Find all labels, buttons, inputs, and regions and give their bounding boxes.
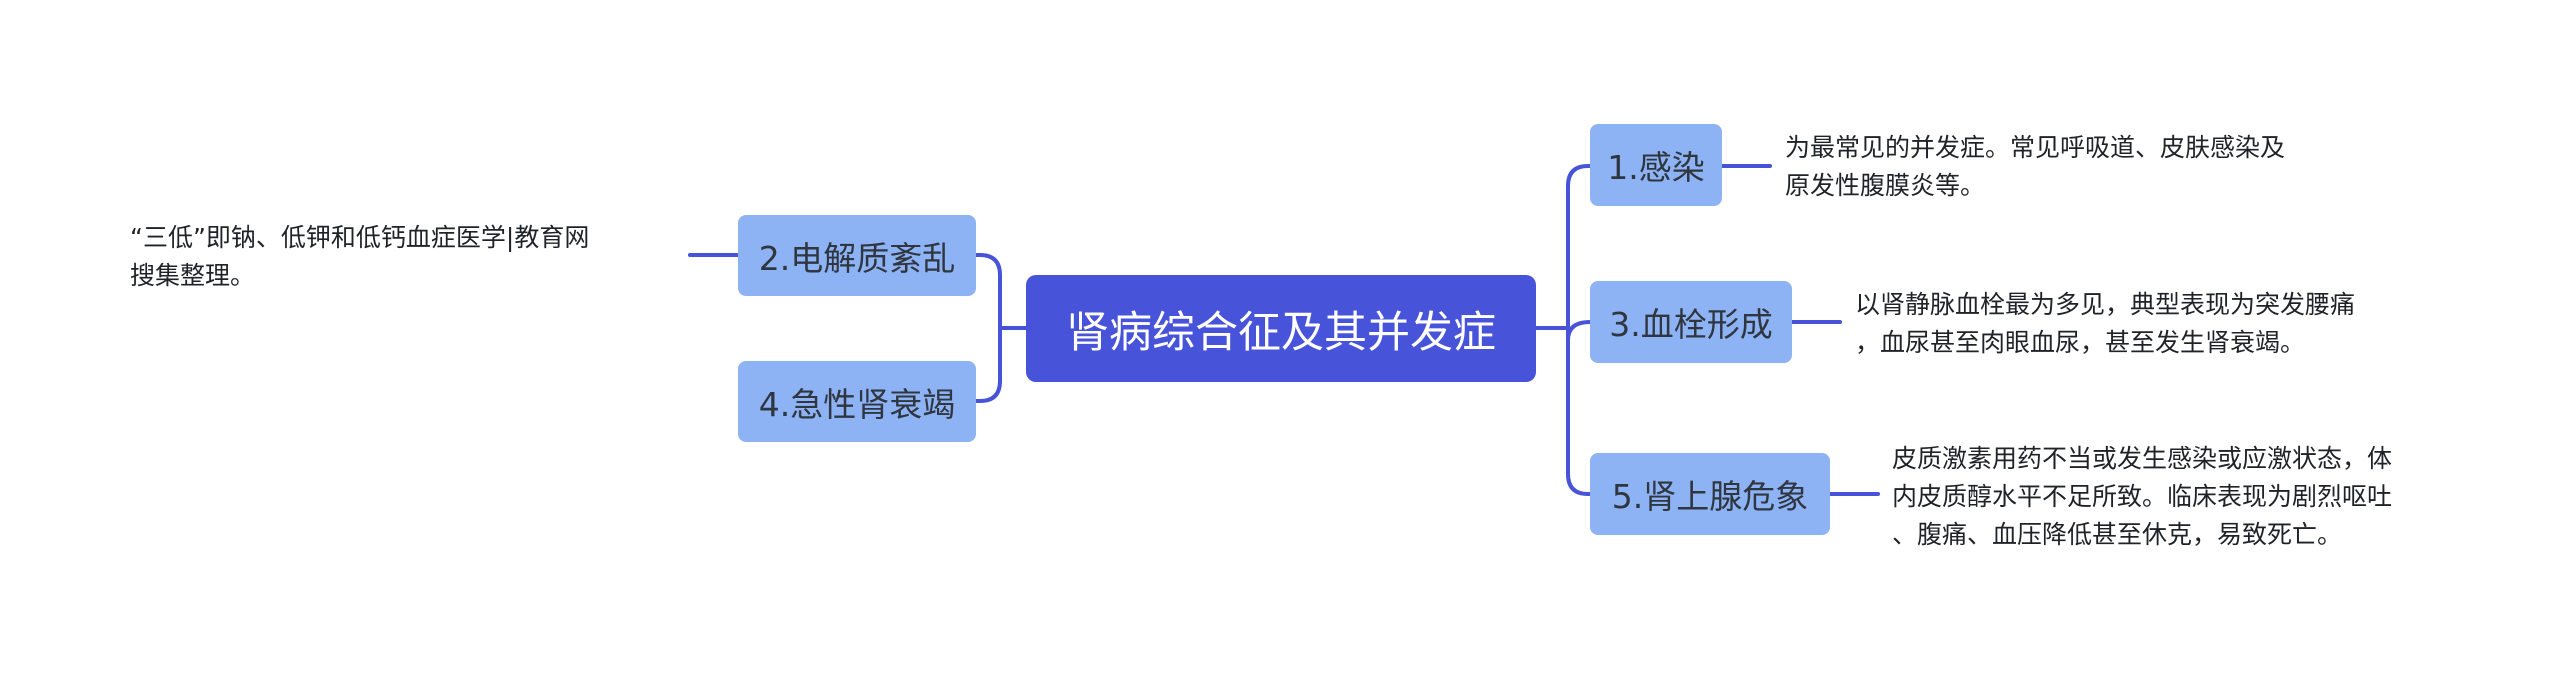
branch-electrolyte-disorder[interactable]: 2.电解质紊乱 bbox=[738, 215, 976, 296]
note-line: “三低”即钠、低钾和低钙血症医学|教育网 bbox=[130, 223, 590, 252]
note-line: 、腹痛、血压降低甚至休克，易致死亡。 bbox=[1892, 520, 2343, 549]
note-thrombosis: 以肾静脉血栓最为多见，典型表现为突发腰痛 ，血尿甚至肉眼血尿，甚至发生肾衰竭。 bbox=[1855, 286, 2355, 362]
note-electrolyte: “三低”即钠、低钾和低钙血症医学|教育网 搜集整理。 bbox=[130, 219, 589, 295]
note-line: 原发性腹膜炎等。 bbox=[1785, 171, 1986, 200]
note-line: 搜集整理。 bbox=[130, 261, 256, 290]
note-line: 为最常见的并发症。常见呼吸道、皮肤感染及 bbox=[1785, 133, 2286, 162]
branch-adrenal-crisis[interactable]: 5.肾上腺危象 bbox=[1590, 453, 1830, 535]
note-line: 以肾静脉血栓最为多见，典型表现为突发腰痛 bbox=[1855, 290, 2356, 319]
branch-infection[interactable]: 1.感染 bbox=[1590, 124, 1722, 206]
note-line: 皮质激素用药不当或发生感染或应激状态，体 bbox=[1892, 444, 2393, 473]
connector-to-infection bbox=[1566, 164, 1592, 330]
connector-to-adrenal bbox=[1566, 326, 1592, 496]
connector-to-electrolyte bbox=[974, 253, 1002, 330]
central-topic[interactable]: 肾病综合征及其并发症 bbox=[1026, 275, 1536, 382]
branch-acute-renal-failure[interactable]: 4.急性肾衰竭 bbox=[738, 361, 976, 442]
note-line: ，血尿甚至肉眼血尿，甚至发生肾衰竭。 bbox=[1855, 328, 2306, 357]
note-line: 内皮质醇水平不足所致。临床表现为剧烈呕吐 bbox=[1892, 482, 2393, 511]
connector-to-renal-failure bbox=[974, 326, 1002, 403]
connector-to-thrombosis bbox=[1566, 320, 1592, 341]
note-infection: 为最常见的并发症。常见呼吸道、皮肤感染及 原发性腹膜炎等。 bbox=[1785, 129, 2285, 205]
branch-thrombosis[interactable]: 3.血栓形成 bbox=[1590, 281, 1792, 363]
note-adrenal-crisis: 皮质激素用药不当或发生感染或应激状态，体 内皮质醇水平不足所致。临床表现为剧烈呕… bbox=[1892, 440, 2392, 554]
